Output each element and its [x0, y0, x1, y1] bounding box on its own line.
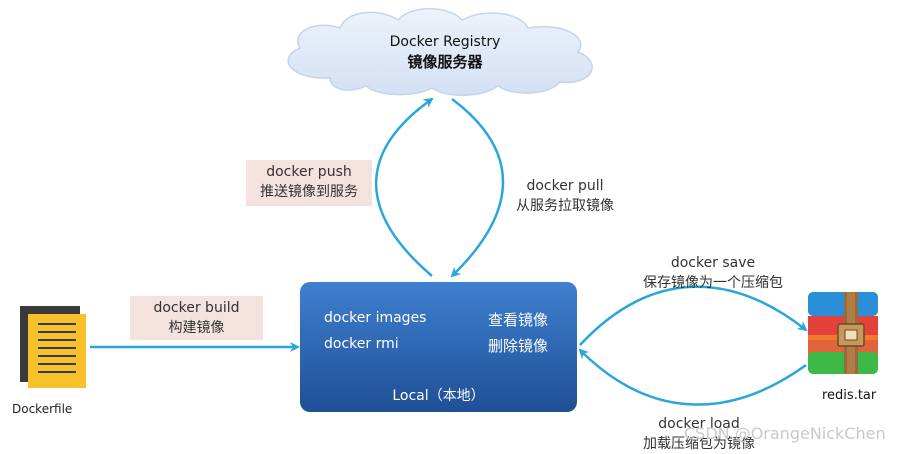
cmd-images: docker images — [324, 310, 427, 326]
desc-rmi: 删除镜像 — [488, 337, 549, 355]
load-desc: 加载压缩包为镜像 — [643, 436, 755, 452]
push-arrow — [374, 97, 434, 277]
registry-title: Docker Registry — [389, 34, 501, 50]
registry-cloud-icon — [287, 8, 593, 96]
pull-desc: 从服务拉取镜像 — [516, 198, 614, 214]
pull-label: docker pull 从服务拉取镜像 — [500, 176, 630, 216]
cmd-rmi: docker rmi — [324, 336, 399, 352]
push-command: docker push — [266, 164, 352, 180]
watermark-text: CSDN @OrangeNickChen — [684, 424, 886, 443]
load-arrow — [578, 348, 807, 406]
pull-arrow — [450, 98, 505, 278]
local-box — [300, 282, 577, 412]
local-title: Local（本地） — [392, 388, 485, 404]
save-command: docker save — [670, 255, 756, 271]
dockerfile-label: Dockerfile — [12, 402, 73, 416]
archive-label: redis.tar — [822, 388, 877, 403]
save-arrow — [579, 285, 808, 346]
build-command: docker build — [153, 300, 240, 316]
save-label: docker save 保存镜像为一个压缩包 — [628, 253, 798, 293]
save-desc: 保存镜像为一个压缩包 — [643, 275, 783, 291]
push-label: docker push 推送镜像到服务 — [246, 160, 372, 206]
desc-images: 查看镜像 — [488, 311, 549, 329]
build-label: docker build 构建镜像 — [130, 296, 263, 340]
archive-icon — [808, 292, 878, 374]
registry-subtitle: 镜像服务器 — [407, 53, 483, 71]
load-command: docker load — [658, 416, 740, 432]
registry-label: Docker Registry 镜像服务器 — [360, 32, 530, 72]
dockerfile-icon — [20, 306, 86, 388]
build-desc: 构建镜像 — [168, 320, 225, 336]
pull-command: docker pull — [526, 178, 604, 194]
load-label: docker load 加载压缩包为镜像 — [628, 414, 770, 454]
push-desc: 推送镜像到服务 — [260, 184, 358, 200]
